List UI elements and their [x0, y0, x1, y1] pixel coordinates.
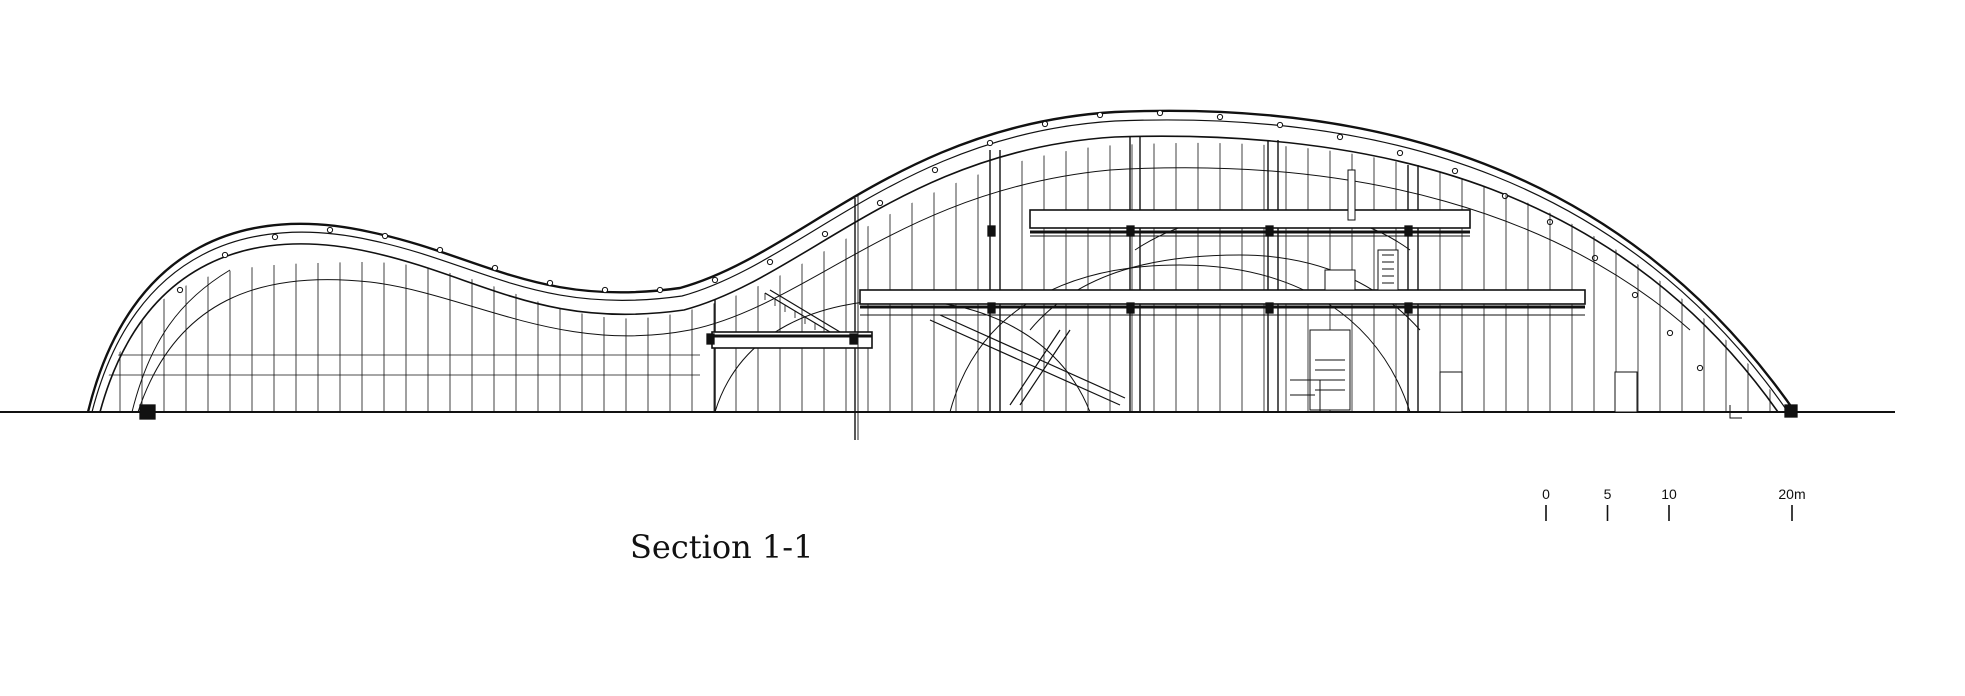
scale-tick-label: 0 [1542, 486, 1550, 502]
section-title: Section 1-1 [630, 528, 814, 566]
curtain-wall-mullions [100, 142, 1771, 412]
scale-tick-label: 10 [1661, 486, 1677, 502]
left-mezzanine [706, 289, 873, 349]
columns [714, 136, 1419, 440]
base-supports [139, 404, 1798, 420]
scale-bar [1545, 505, 1793, 521]
middle-platform [859, 289, 1586, 316]
roof-shell [86, 109, 1796, 413]
scale-tick-label: 20m [1778, 486, 1806, 502]
stair-tower [1290, 169, 1399, 412]
upper-platform [987, 209, 1471, 237]
doors [1439, 371, 1638, 413]
scale-tick-label: 5 [1603, 486, 1612, 502]
escalators [929, 314, 1126, 406]
